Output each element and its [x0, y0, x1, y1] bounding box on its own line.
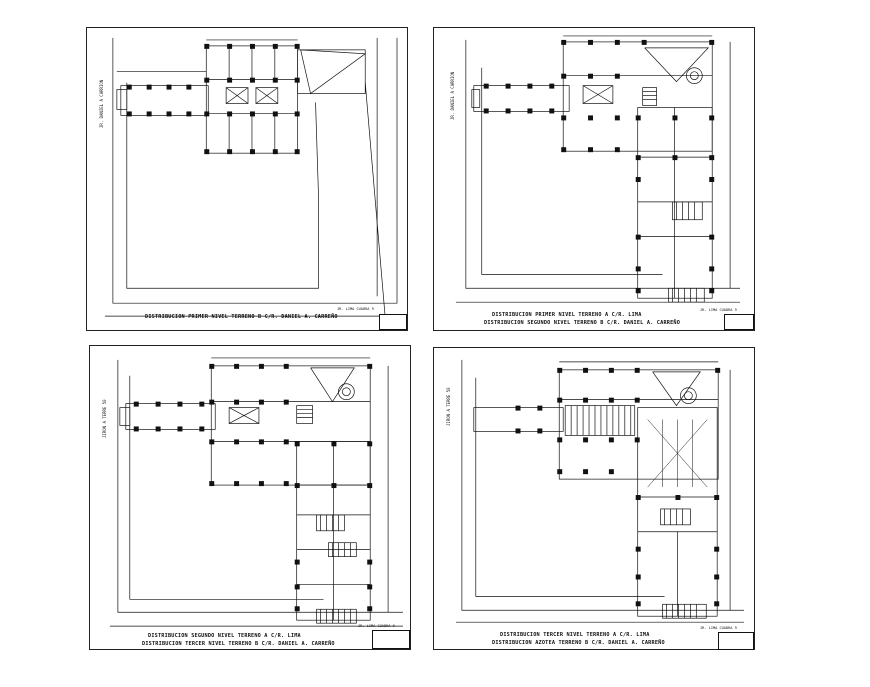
sheet-caption-2: DISTRIBUCION AZOTEA TERRENO B C/R. DANIE… — [492, 640, 665, 646]
drawing-sheet-3: JIRON A TERRE 50 JR. LIMA CUADRA 9 DISTR… — [89, 345, 411, 650]
street-label: JIRON A TERRE 50 — [446, 387, 451, 426]
street-scale-label: JR. LIMA CUADRA 9 — [700, 626, 737, 630]
sheet-caption-2: DISTRIBUCION TERCER NIVEL TERRENO B C/R.… — [142, 641, 335, 647]
street-scale-label: JR. LIMA CUADRA 9 — [700, 308, 737, 312]
drawing-sheet-4: JIRON A TERRE 50 JR. LIMA CUADRA 9 DISTR… — [433, 347, 755, 650]
title-block — [724, 314, 754, 330]
street-label: JR. DANIEL A CARRION — [450, 71, 455, 120]
sheet-caption: DISTRIBUCION PRIMER NIVEL TERRENO A C/R.… — [492, 312, 642, 318]
title-block — [379, 314, 407, 330]
street-scale-label: JR. LIMA CUADRA 9 — [358, 624, 395, 628]
sheet-caption-2: DISTRIBUCION SEGUNDO NIVEL TERRENO B C/R… — [484, 320, 681, 326]
floor-plan-3 — [109, 357, 403, 627]
sheet-caption: DISTRIBUCION PRIMER NIVEL TERRENO B C/R.… — [145, 314, 338, 320]
floor-plan-1 — [104, 37, 398, 317]
street-scale-label: JR. LIMA CUADRA 9 — [337, 307, 374, 311]
title-block — [718, 632, 754, 650]
drawing-sheet-1: JR. DANIEL A CARRION JR. LIMA CUADRA 9 D… — [86, 27, 408, 331]
drawing-sheet-2: JR. DANIEL A CARRION JR. LIMA CUADRA 9 D… — [433, 27, 755, 331]
sheet-caption: DISTRIBUCION SEGUNDO NIVEL TERRENO A C/R… — [148, 633, 301, 639]
street-label: JIRON A TERRE 50 — [102, 399, 107, 438]
floor-plan-4 — [455, 359, 745, 623]
street-label: JR. DANIEL A CARRION — [99, 79, 104, 128]
title-block — [372, 630, 410, 649]
sheet-caption: DISTRIBUCION TERCER NIVEL TERRENO A C/R.… — [500, 632, 650, 638]
floor-plan-2 — [455, 35, 741, 303]
